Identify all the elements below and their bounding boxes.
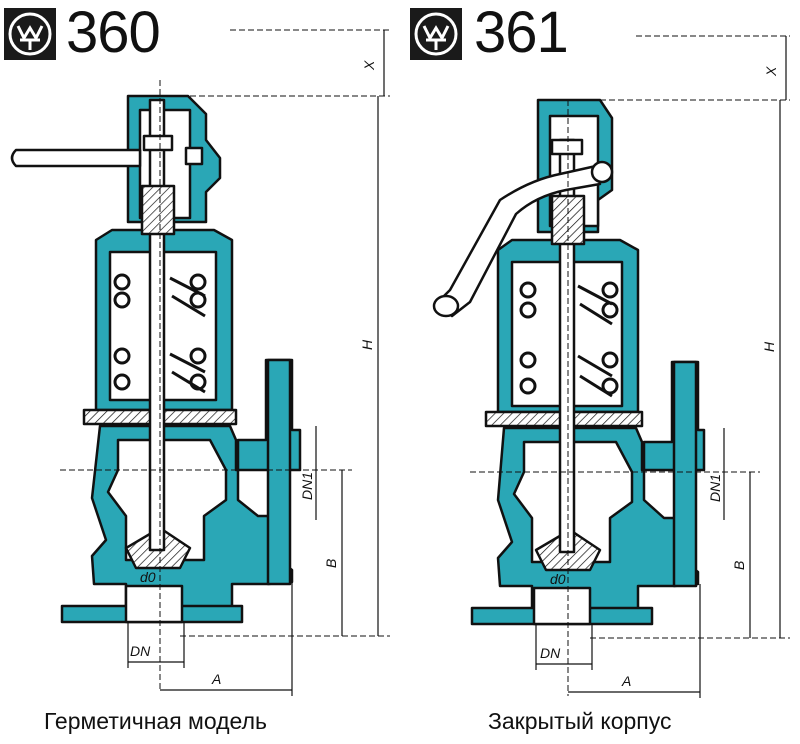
brand-logo-mark [8,12,52,56]
dim-label-dn: DN [130,643,151,659]
dim-label-x: X [763,66,779,77]
dim-label-h: H [359,339,375,350]
outlet-flange [266,358,292,586]
dim-label-a: A [211,671,221,687]
lift-lever [10,148,142,168]
brand-logo-mark [414,12,458,56]
brand-logo-right [410,8,462,60]
model-number-right: 361 [474,0,569,65]
dim-label-a: A [621,673,631,689]
valve-361 [432,98,706,626]
valve-stem [148,98,166,552]
dim-label-d0: d0 [550,571,566,587]
outlet-flange [672,360,698,588]
dim-label-x: X [361,60,377,71]
dimensions-361 [470,35,790,696]
dim-label-b: B [731,561,747,570]
valve-360 [10,94,302,624]
caption-right: Закрытый корпус [488,708,672,734]
dimensions-360 [60,29,390,690]
dim-label-b: B [323,559,339,568]
dim-label-dn1: DN1 [299,472,315,500]
caption-left: Герметичная модель [44,708,267,734]
model-number-left: 360 [66,0,161,65]
brand-logo-left [4,8,56,60]
dim-label-d0: d0 [140,569,156,585]
dim-label-dn: DN [540,645,561,661]
dim-label-dn1: DN1 [707,474,723,502]
dim-label-h: H [761,341,777,352]
